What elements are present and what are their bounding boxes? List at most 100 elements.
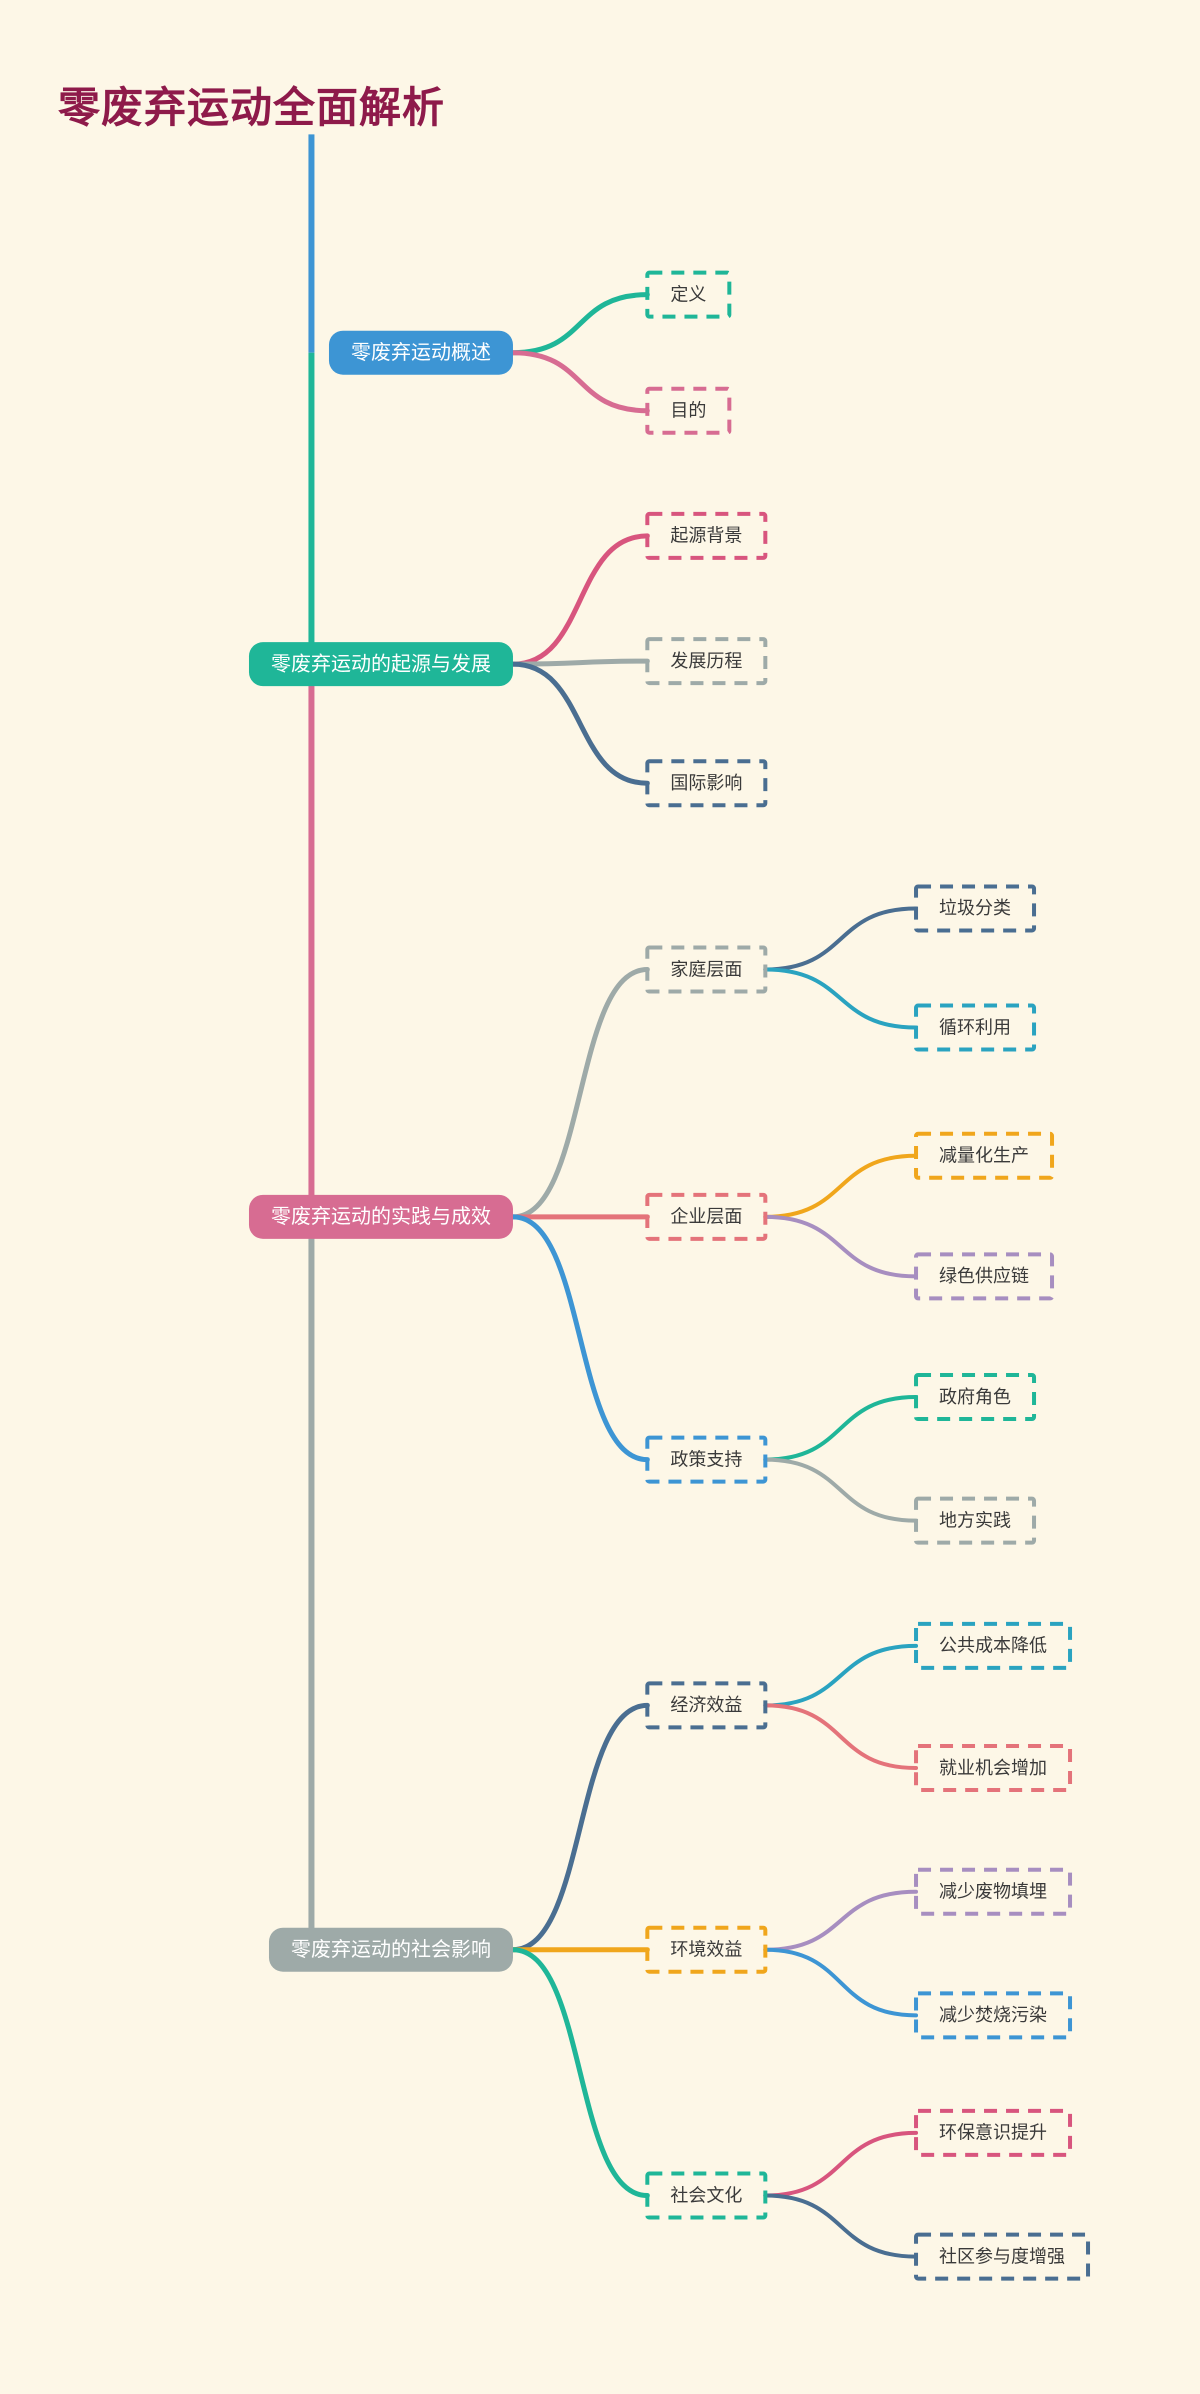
subnode-development-history[interactable]: 发展历程 [645,637,768,686]
leafnode-less-landfill-label: 减少废物填埋 [939,1881,1047,1901]
leafnode-lower-public-cost[interactable]: 公共成本降低 [914,1621,1073,1670]
subnode-social-culture-shape [645,2171,768,2220]
leafnode-eco-awareness-shape [914,2108,1073,2157]
subnode-environmental-benefit[interactable]: 环境效益 [645,1925,768,1974]
leafnode-less-landfill-shape [914,1867,1073,1916]
subnode-household-level-label: 家庭层面 [670,959,742,979]
connector-origin-development-international-influence [510,661,650,786]
subnode-environmental-benefit-shape [645,1925,768,1974]
branch-node-social-impact-label: 零废弃运动的社会影响 [291,1938,491,1961]
leafnode-government-role-label: 政府角色 [939,1387,1011,1407]
connector-environmental-benefit-less-incineration [763,1947,919,2018]
subnode-environmental-benefit-label: 环境效益 [670,1939,742,1959]
connector-practice-results-policy-support [510,1214,650,1463]
subnode-economic-benefit-label: 经济效益 [670,1695,742,1715]
connector-overview-purpose [510,350,650,414]
leafnode-more-jobs-label: 就业机会增加 [939,1758,1047,1778]
leafnode-local-practice-shape [914,1496,1037,1545]
leafnode-reduced-production[interactable]: 减量化生产 [914,1131,1055,1180]
leafnode-recycling-shape [914,1003,1037,1052]
subnode-international-influence-shape [645,759,768,808]
subnode-origin-background-shape [645,511,768,560]
leafnode-less-incineration-label: 减少焚烧污染 [939,2005,1047,2025]
subnode-origin-background[interactable]: 起源背景 [645,511,768,560]
subnode-enterprise-level-shape [645,1192,768,1241]
leafnode-local-practice-label: 地方实践 [939,1510,1011,1530]
subnode-development-history-label: 发展历程 [670,651,742,671]
leafnode-eco-awareness[interactable]: 环保意识提升 [914,2108,1073,2157]
leafnode-reduced-production-label: 减量化生产 [939,1146,1029,1166]
branch-node-practice-results[interactable]: 零废弃运动的实践与成效 [248,1194,513,1239]
subnode-definition[interactable]: 定义 [645,270,732,319]
branch-node-origin-development-label: 零废弃运动的起源与发展 [271,652,491,675]
leafnode-less-incineration[interactable]: 减少焚烧污染 [914,1991,1073,2040]
branch-node-origin-development[interactable]: 零废弃运动的起源与发展 [248,642,513,687]
connector-enterprise-level-reduced-production [763,1153,919,1219]
subnode-purpose-label: 目的 [670,400,706,420]
subnode-definition-shape [645,270,732,319]
page-title: 零废弃运动全面解析 [58,84,446,131]
leafnode-lower-public-cost-shape [914,1621,1073,1670]
connector-social-culture-eco-awareness [763,2130,919,2198]
leafnode-lower-public-cost-label: 公共成本降低 [939,1636,1047,1656]
leafnode-waste-sorting-label: 垃圾分类 [939,898,1011,918]
connector-social-impact-social-culture [510,1947,650,2199]
subnode-social-culture[interactable]: 社会文化 [645,2171,768,2220]
connector-overview-definition [510,292,650,356]
leafnode-government-role-shape [914,1373,1037,1422]
subnode-purpose[interactable]: 目的 [645,386,732,435]
subnode-policy-support-label: 政策支持 [670,1449,742,1469]
branch-node-social-impact[interactable]: 零废弃运动的社会影响 [268,1927,513,1972]
connector-policy-support-government-role [763,1395,919,1462]
leafnode-green-supply-chain[interactable]: 绿色供应链 [914,1252,1055,1301]
subnode-international-influence-label: 国际影响 [670,773,742,793]
connector-economic-benefit-more-jobs [763,1703,919,1771]
subnode-household-level-shape [645,945,768,994]
subnode-household-level[interactable]: 家庭层面 [645,945,768,994]
branch-node-overview-label: 零废弃运动概述 [351,341,491,364]
connector-policy-support-local-practice [763,1457,919,1523]
subnode-origin-background-label: 起源背景 [670,526,742,546]
subnode-development-history-shape [645,637,768,686]
leafnode-less-landfill[interactable]: 减少废物填埋 [914,1867,1073,1916]
branch-node-practice-results-label: 零废弃运动的实践与成效 [271,1205,491,1228]
subnode-social-culture-label: 社会文化 [670,2185,742,2205]
subnode-policy-support-shape [645,1435,768,1484]
leafnode-recycling-label: 循环利用 [939,1017,1011,1037]
leafnode-less-incineration-shape [914,1991,1073,2040]
leafnode-more-jobs-shape [914,1744,1073,1793]
subnode-definition-label: 定义 [670,284,706,304]
connector-enterprise-level-green-supply-chain [763,1214,919,1279]
leafnode-local-practice[interactable]: 地方实践 [914,1496,1037,1545]
connector-social-impact-economic-benefit [510,1702,650,1953]
connector-practice-results-household-level [510,967,650,1220]
subnode-policy-support[interactable]: 政策支持 [645,1435,768,1484]
leafnode-community-participation[interactable]: 社区参与度增强 [914,2232,1091,2281]
branch-node-origin-development-shape [248,642,513,687]
leafnode-government-role[interactable]: 政府角色 [914,1373,1037,1422]
leafnode-community-participation-shape [914,2232,1091,2281]
subnode-enterprise-level[interactable]: 企业层面 [645,1192,768,1241]
branch-node-overview[interactable]: 零废弃运动概述 [328,330,513,375]
subnode-purpose-shape [645,386,732,435]
leafnode-waste-sorting-shape [914,884,1037,933]
subnode-economic-benefit[interactable]: 经济效益 [645,1681,768,1730]
connector-social-culture-community-participation [763,2193,919,2259]
connector-environmental-benefit-less-landfill [763,1889,919,1952]
leafnode-recycling[interactable]: 循环利用 [914,1003,1037,1052]
subnode-enterprise-level-label: 企业层面 [670,1207,742,1227]
leafnode-green-supply-chain-label: 绿色供应链 [939,1266,1029,1286]
leafnode-green-supply-chain-shape [914,1252,1055,1301]
branch-node-social-impact-shape [268,1927,513,1972]
connector-household-level-waste-sorting [763,906,919,972]
subnode-economic-benefit-shape [645,1681,768,1730]
branch-node-overview-shape [328,330,513,375]
leafnode-more-jobs[interactable]: 就业机会增加 [914,1744,1073,1793]
connector-origin-development-origin-background [510,533,650,667]
subnode-international-influence[interactable]: 国际影响 [645,759,768,808]
branch-node-practice-results-shape [248,1194,513,1239]
connector-household-level-recycling [763,967,919,1030]
leafnode-waste-sorting[interactable]: 垃圾分类 [914,884,1037,933]
